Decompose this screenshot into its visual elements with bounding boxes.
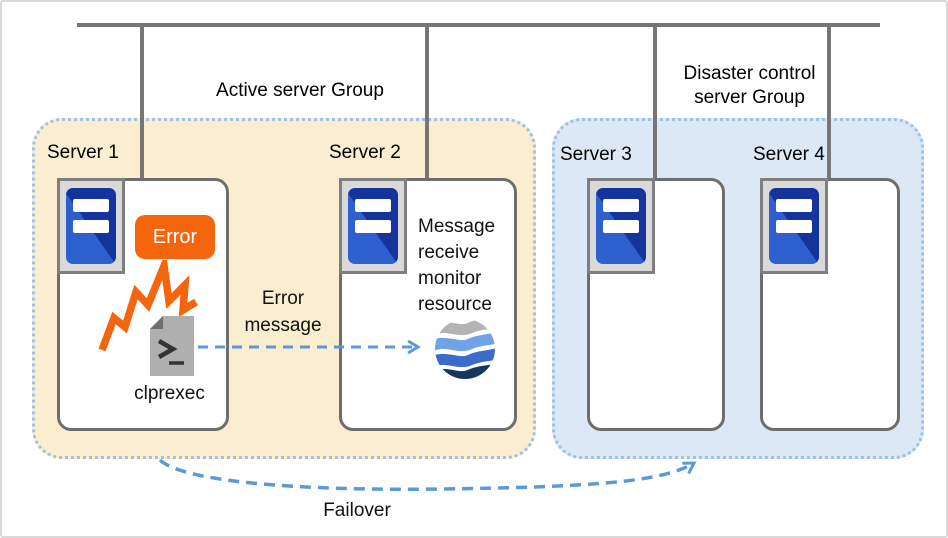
server4-box [760,178,900,431]
error-message-arrow [198,339,421,355]
server4-label: Server 4 [753,144,825,165]
server2-box [339,178,517,431]
failover-label: Failover [323,500,391,521]
monitor-resource-label: Message receive monitor resource [418,216,496,315]
clprexec-label: clprexec [134,383,205,404]
server-icon [596,188,646,264]
server2-icon-chip [339,178,407,274]
server-icon [769,188,819,264]
disaster-group-label: Disaster control server Group [683,63,816,108]
network-drop-line-server3 [653,23,657,178]
server-icon [66,188,116,264]
script-file-icon [150,316,194,381]
network-trunk-line [77,23,880,27]
server2-label: Server 2 [329,142,401,163]
server4-icon-chip [760,178,828,274]
error-message-label: Error message [244,288,322,336]
failover-arrow [158,458,697,491]
network-drop-line-server2 [425,23,429,178]
network-drop-line-server1 [140,23,144,178]
server1-label: Server 1 [47,142,119,163]
server3-box [587,178,725,431]
error-spark-icon [96,251,201,360]
globe-icon [434,318,496,385]
server3-label: Server 3 [560,144,632,165]
error-badge: Error [135,215,215,259]
server-icon [348,188,398,264]
server1-icon-chip [57,178,125,274]
network-drop-line-server4 [827,23,831,178]
server3-icon-chip [587,178,655,274]
active-group-label: Active server Group [216,80,384,101]
